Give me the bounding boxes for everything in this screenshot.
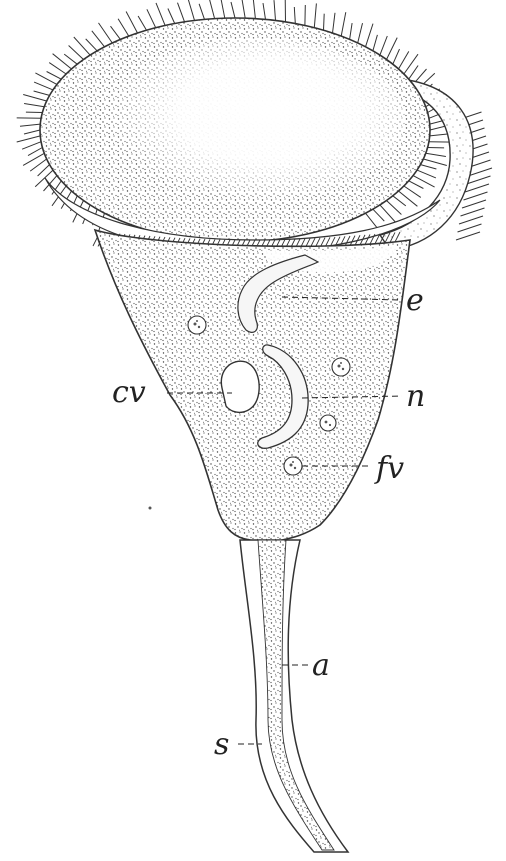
label-fv: fv bbox=[374, 451, 404, 486]
cilium bbox=[314, 3, 316, 27]
cilium bbox=[199, 4, 204, 20]
cilium bbox=[126, 12, 137, 34]
cilium bbox=[38, 165, 50, 176]
cilium bbox=[49, 63, 66, 74]
cilium bbox=[188, 0, 195, 20]
cilium bbox=[350, 23, 353, 39]
cilium bbox=[92, 31, 105, 47]
label-e: e bbox=[406, 283, 424, 318]
cilium bbox=[409, 181, 424, 189]
cilium bbox=[64, 54, 77, 64]
cilium bbox=[138, 16, 146, 30]
cilium bbox=[464, 192, 488, 200]
food-vacuole bbox=[284, 457, 302, 475]
food-vacuole bbox=[188, 316, 206, 334]
cilium bbox=[231, 2, 235, 18]
cilium bbox=[168, 9, 175, 24]
cilium bbox=[373, 35, 378, 51]
cilium bbox=[387, 201, 402, 215]
cilium bbox=[69, 46, 84, 60]
cilium bbox=[373, 209, 384, 221]
cilium bbox=[413, 176, 435, 188]
cilium bbox=[242, 0, 245, 18]
label-cv: cv bbox=[112, 375, 146, 410]
cilium bbox=[35, 73, 57, 85]
contractile-vacuole bbox=[221, 361, 259, 412]
cilium bbox=[263, 3, 266, 19]
cilium bbox=[456, 232, 480, 240]
cilium bbox=[430, 126, 446, 130]
cilium bbox=[404, 54, 418, 74]
cilium bbox=[459, 216, 483, 224]
cilium bbox=[111, 26, 121, 39]
cilium bbox=[366, 213, 379, 229]
cilium bbox=[178, 3, 185, 22]
label-n: n bbox=[406, 379, 425, 414]
cilium bbox=[324, 14, 325, 31]
cilium bbox=[24, 104, 44, 107]
cilium bbox=[380, 36, 387, 55]
axial-filament bbox=[258, 540, 334, 850]
cilium bbox=[23, 95, 46, 102]
cilium bbox=[458, 224, 482, 232]
cilium bbox=[28, 148, 42, 156]
cilium bbox=[426, 153, 446, 156]
cilium bbox=[47, 72, 62, 80]
cilium bbox=[417, 170, 436, 178]
cilium bbox=[294, 7, 295, 24]
cilium bbox=[465, 184, 489, 192]
cilium bbox=[404, 186, 421, 197]
cilium bbox=[366, 24, 374, 47]
cilium bbox=[253, 0, 256, 19]
food-vacuole bbox=[332, 358, 350, 376]
cilium bbox=[34, 91, 50, 95]
cilium bbox=[393, 49, 400, 64]
peristome-disc bbox=[40, 18, 430, 242]
cilium bbox=[274, 0, 276, 20]
cilium bbox=[358, 23, 363, 43]
cilium bbox=[34, 82, 53, 90]
cilium bbox=[220, 0, 225, 18]
stray-mark bbox=[149, 507, 152, 510]
cilium bbox=[156, 3, 165, 26]
cilium bbox=[147, 9, 156, 27]
label-s: s bbox=[214, 727, 229, 762]
cilium bbox=[17, 136, 41, 142]
label-a: a bbox=[312, 648, 330, 683]
cilium bbox=[24, 130, 40, 134]
cilium bbox=[20, 124, 40, 126]
cilium bbox=[22, 142, 41, 150]
cilium bbox=[341, 12, 346, 36]
cilium bbox=[393, 196, 406, 206]
cilium bbox=[462, 200, 486, 208]
cilium bbox=[409, 66, 418, 80]
cilium bbox=[421, 165, 437, 169]
cilium bbox=[118, 19, 129, 36]
cilium bbox=[387, 38, 398, 60]
cilium bbox=[423, 159, 446, 166]
cilium bbox=[333, 13, 336, 33]
food-vacuole bbox=[320, 415, 336, 431]
cilium bbox=[209, 0, 214, 19]
cilium bbox=[99, 23, 113, 43]
cilium bbox=[399, 51, 409, 69]
cilium bbox=[86, 39, 97, 51]
cilium bbox=[461, 208, 485, 216]
